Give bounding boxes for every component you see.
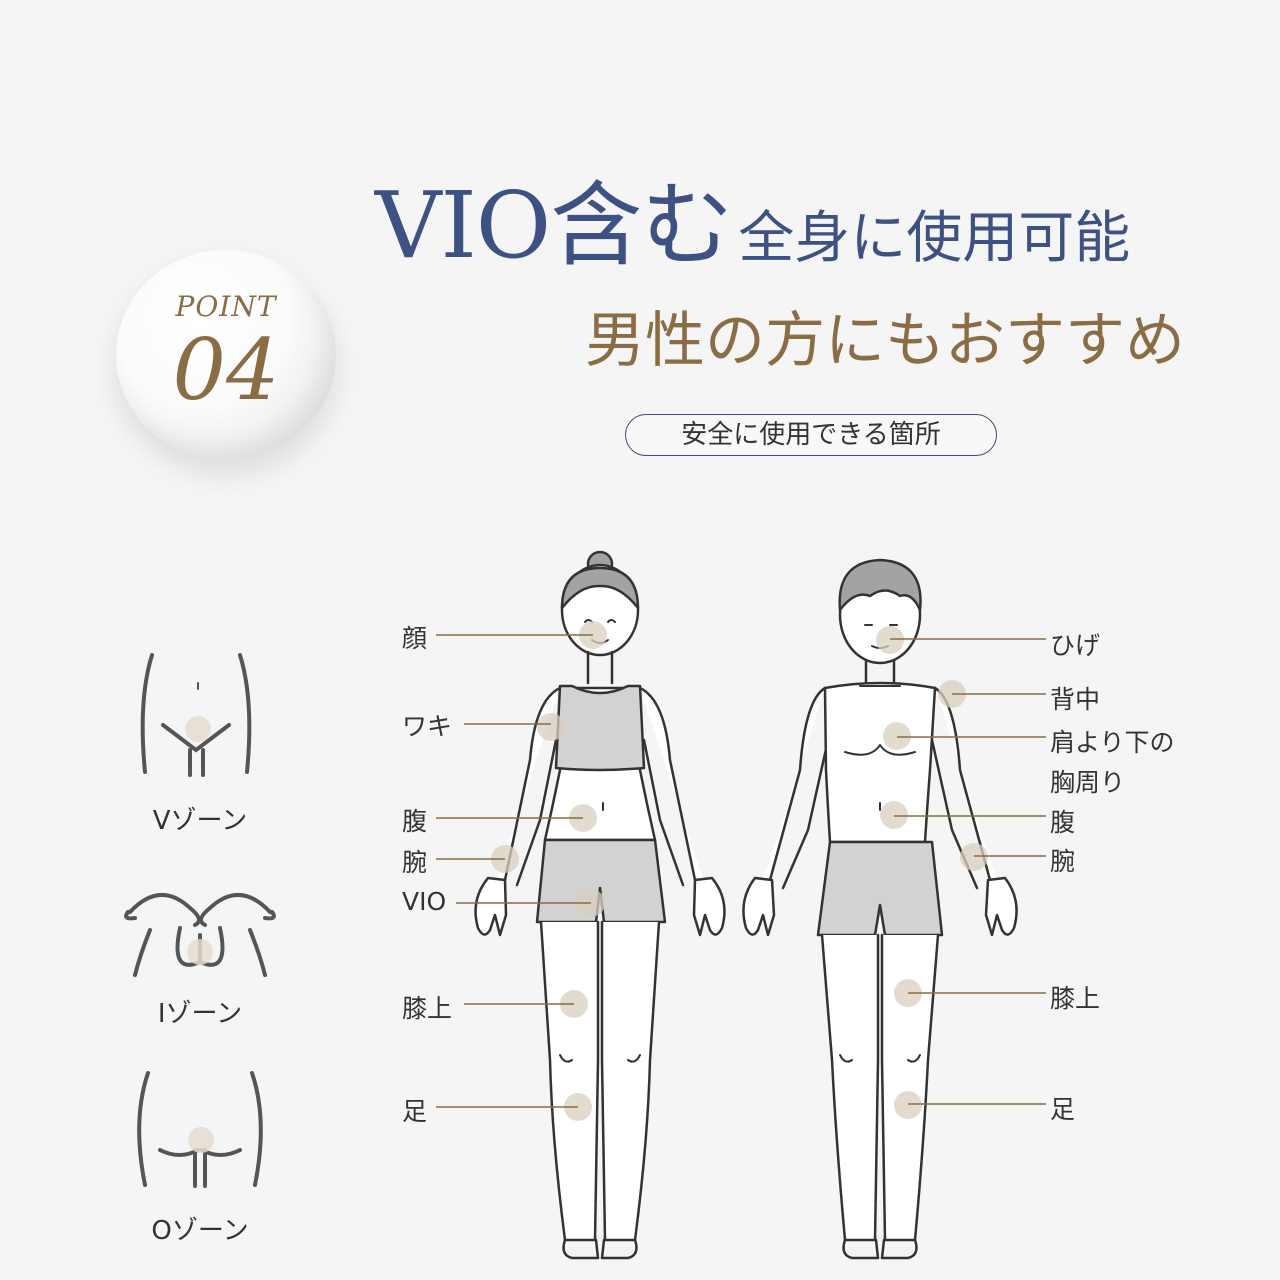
headline-main: VIO含む (375, 172, 733, 279)
male-label-abdomen: 腹 (1050, 808, 1076, 837)
male-label-above-knee: 膝上 (1050, 984, 1101, 1013)
headline-sub: 全身に使用可能 (738, 206, 1131, 271)
male-label-chest: 胸周り (1050, 768, 1126, 797)
male-label-back: 背中 (1050, 685, 1101, 714)
female-label-vio: VIO (402, 887, 447, 916)
male-label-beard: ひげ (1050, 631, 1101, 660)
o-zone-label: Oゾーン (151, 1216, 249, 1246)
male-label-below-shoulder: 肩より下の (1050, 728, 1175, 757)
point-number: 04 (172, 321, 280, 419)
female-label-arm: 腕 (402, 848, 428, 877)
safe-areas-pill: 安全に使用できる箇所 (625, 414, 997, 456)
female-label-above-knee: 膝上 (402, 994, 453, 1023)
leader-lines (436, 634, 1046, 1108)
female-label-face: 顔 (402, 624, 428, 653)
point-word: POINT (175, 290, 277, 323)
o-zone-icon (137, 1071, 263, 1188)
male-figure (742, 558, 1018, 1260)
treatment-spots (491, 621, 988, 1121)
female-label-leg: 足 (402, 1097, 428, 1126)
female-label-abdomen: 腹 (402, 807, 428, 836)
female-label-armpit: ワキ (402, 712, 453, 741)
i-zone-icon (124, 892, 276, 977)
headline: VIO含む全身に使用可能 (375, 180, 1255, 290)
v-zone-label: Vゾーン (152, 806, 248, 836)
subheadline: 男性の方にもおすすめ (585, 306, 1185, 376)
male-label-arm: 腕 (1050, 847, 1076, 876)
point-badge: POINT 04 (116, 250, 336, 460)
male-label-leg: 足 (1050, 1095, 1076, 1124)
i-zone-label: Iゾーン (157, 999, 243, 1029)
v-zone-icon (140, 653, 252, 777)
